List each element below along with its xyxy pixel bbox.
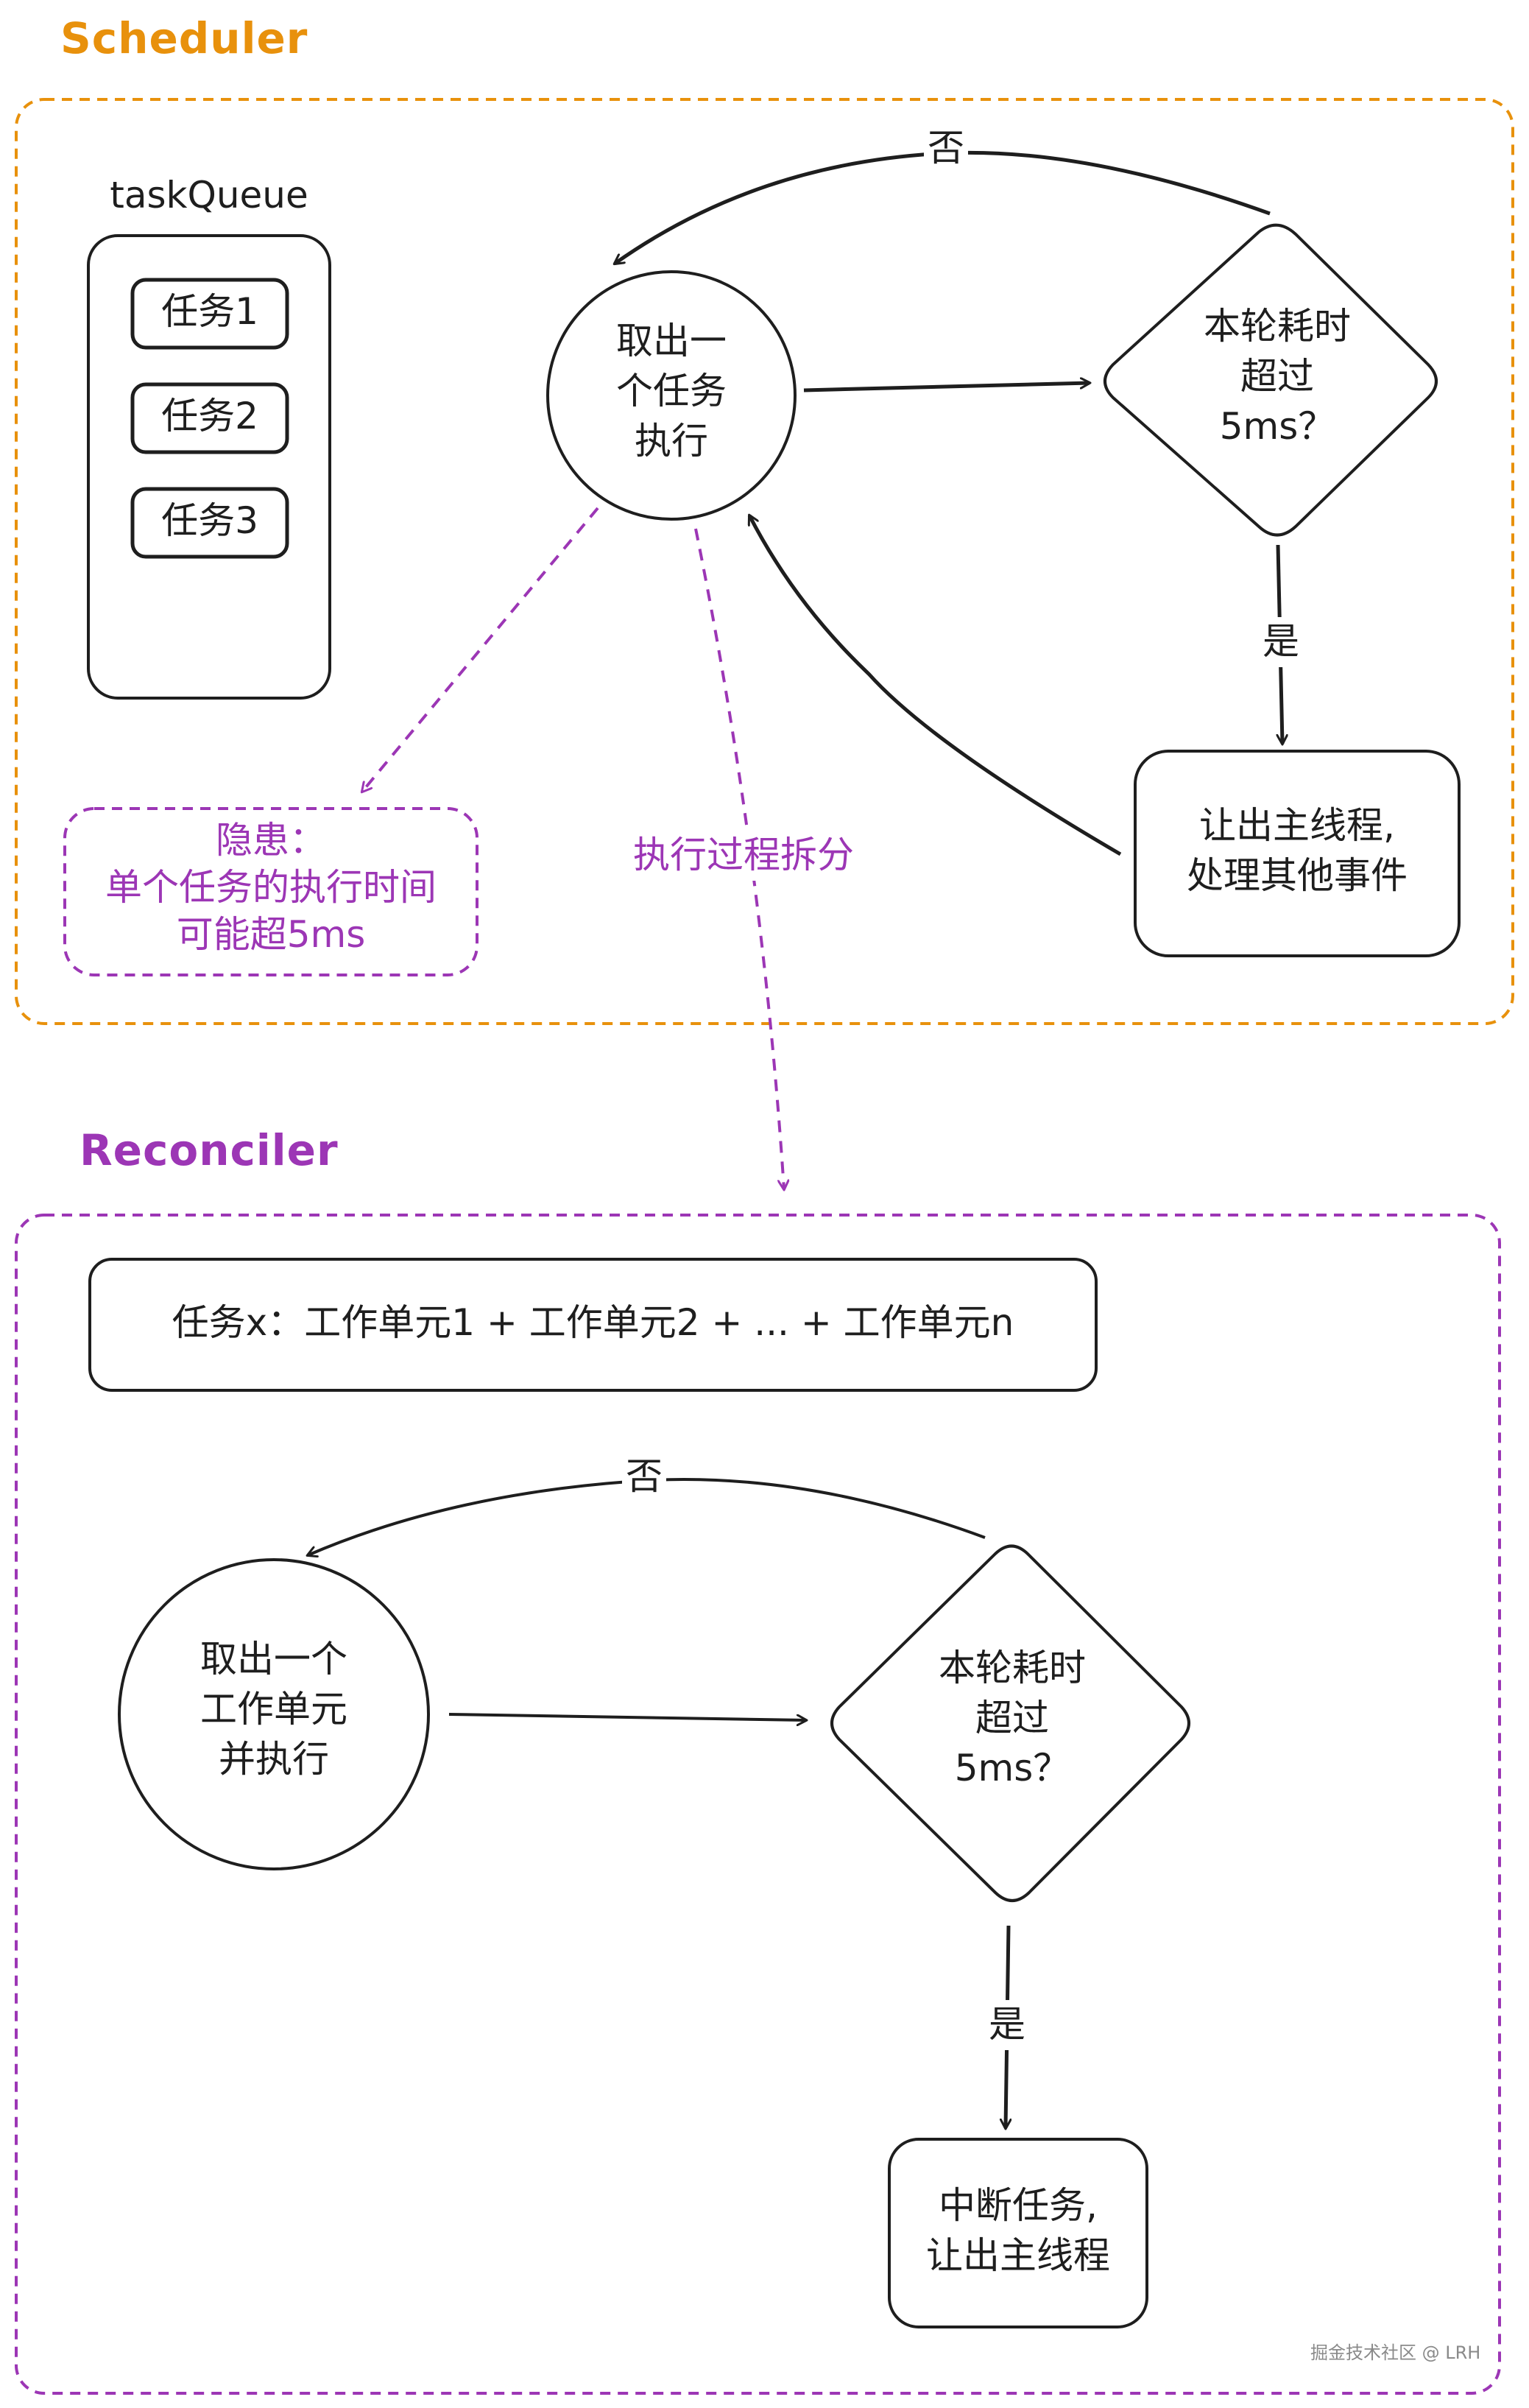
scheduler-decision-line-3: 5ms？ (1219, 405, 1335, 448)
take-unit-line-1: 取出一个 (200, 1638, 347, 1680)
interrupt-line-1: 中断任务, (939, 2184, 1098, 2227)
scheduler-decision-line-1: 本轮耗时 (1204, 305, 1351, 348)
watermark: 掘金技术社区 @ LRH (1310, 2342, 1481, 2363)
risk-line-2: 单个任务的执行时间 (105, 866, 437, 909)
scheduler-decision-diamond (1104, 223, 1438, 537)
interrupt-line-2: 让出主线程 (926, 2234, 1110, 2277)
queue-item-box-3 (130, 487, 289, 559)
scheduler-frame (15, 98, 1514, 1025)
reconciler-decision-diamond (830, 1544, 1190, 1902)
take-unit-line-3: 并执行 (219, 1738, 329, 1781)
yield-box (1134, 750, 1461, 957)
risk-line-3: 可能超5ms (176, 913, 366, 956)
take-task-circle (546, 270, 797, 521)
task-queue-label: taskQueue (110, 174, 308, 216)
scheduler-no-label: 否 (924, 124, 968, 174)
arrow-unit-to-decision (448, 1713, 806, 1720)
risk-note-box (63, 807, 479, 976)
take-unit-line-2: 工作单元 (200, 1688, 347, 1731)
reconciler-decision-line-3: 5ms？ (954, 1747, 1070, 1789)
task-formula-box (88, 1258, 1098, 1392)
take-task-line-2: 个任务 (616, 370, 727, 412)
queue-item-1: 任务1 (161, 290, 258, 333)
split-label: 执行过程拆分 (618, 831, 869, 881)
scheduler-decision-line-2: 超过 (1240, 355, 1314, 398)
reconciler-decision-line-2: 超过 (975, 1697, 1049, 1739)
risk-line-1: 隐患： (216, 819, 326, 862)
take-task-line-1: 取出一 (616, 320, 727, 362)
queue-item-3: 任务3 (161, 499, 258, 542)
queue-item-box-1 (130, 278, 289, 350)
yield-line-1: 让出主线程, (1199, 804, 1395, 847)
reconciler-no-label: 否 (622, 1452, 666, 1502)
arrow-circle-to-decision (803, 383, 1090, 392)
queue-item-box-2 (130, 382, 289, 454)
reconciler-yes-label: 是 (981, 2000, 1033, 2050)
take-task-line-3: 执行 (635, 420, 708, 462)
reconciler-decision-line-1: 本轮耗时 (939, 1647, 1086, 1689)
arrow-yield-back (747, 515, 1122, 856)
reconciler-title: Reconciler (80, 1125, 339, 1175)
queue-item-2: 任务2 (161, 395, 258, 437)
yield-line-2: 处理其他事件 (1187, 854, 1408, 897)
arrow-to-risk-note (362, 507, 599, 792)
reconciler-frame (15, 1214, 1501, 2395)
task-formula-text: 任务x：工作单元1 + 工作单元2 + ... + 工作单元n (172, 1301, 1014, 1344)
scheduler-yes-label: 是 (1255, 617, 1307, 667)
scheduler-title: Scheduler (60, 13, 308, 63)
interrupt-box (888, 2138, 1148, 2328)
take-unit-circle (118, 1558, 430, 1870)
task-queue-container (87, 234, 331, 700)
